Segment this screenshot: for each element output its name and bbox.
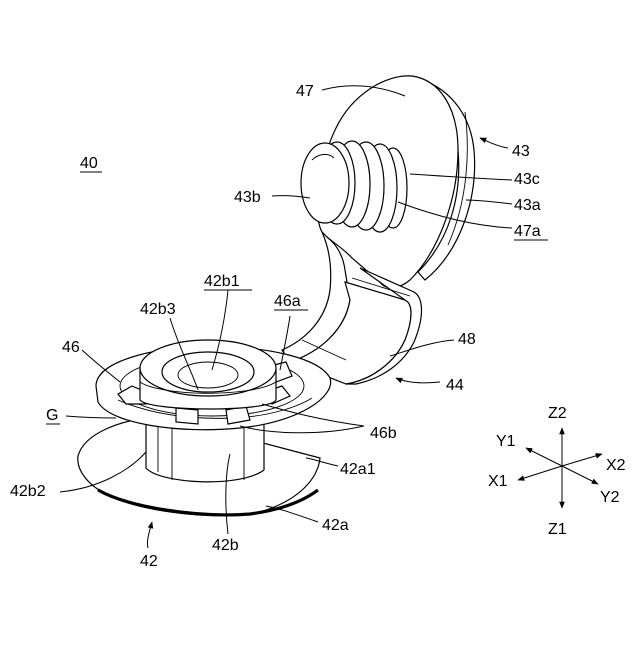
label-42a1: 42a1 — [340, 461, 376, 478]
label-42b1: 42b1 — [204, 273, 240, 290]
label-48: 48 — [458, 331, 476, 348]
label-43: 43 — [512, 143, 530, 160]
label-G: G — [46, 407, 58, 424]
label-42b: 42b — [212, 537, 239, 554]
label-43c: 43c — [514, 171, 540, 188]
cylinder-42b1 — [140, 340, 276, 409]
label-46b: 46b — [370, 425, 397, 442]
label-44: 44 — [446, 377, 464, 394]
label-42b2: 42b2 — [10, 483, 46, 500]
label-40: 40 — [80, 155, 98, 172]
axis-label-x1: X1 — [488, 473, 508, 490]
label-46: 46 — [62, 339, 80, 356]
axis-label-y2: Y2 — [600, 489, 620, 506]
axis-label-x2: X2 — [606, 457, 626, 474]
label-47: 47 — [296, 83, 314, 100]
label-43a: 43a — [514, 197, 541, 214]
label-42: 42 — [140, 553, 158, 570]
axis-label-z2: Z2 — [548, 405, 567, 422]
label-46a: 46a — [274, 293, 301, 310]
axis-indicator — [518, 428, 602, 508]
axis-label-y1: Y1 — [496, 433, 516, 450]
axis-labels: Z2 Z1 Y1 Y2 X1 X2 — [488, 405, 626, 538]
threaded-boss-43b — [301, 141, 407, 232]
cap-assembly-43 — [301, 76, 475, 288]
label-42b3: 42b3 — [140, 301, 176, 318]
axis-label-z1: Z1 — [548, 521, 567, 538]
label-42a: 42a — [322, 517, 349, 534]
label-43b: 43b — [234, 189, 261, 206]
label-47a: 47a — [514, 223, 541, 240]
